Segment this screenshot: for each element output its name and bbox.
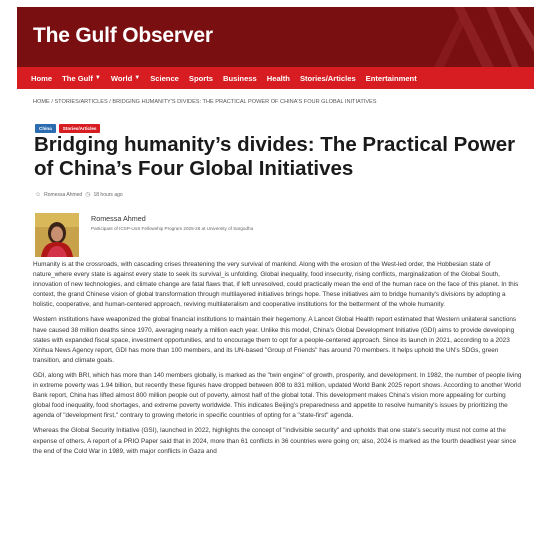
masthead: The Gulf Observer [17, 7, 534, 67]
category-tags: China Stories/Articles [35, 124, 101, 133]
article-paragraph: GDI, along with BRI, which has more than… [33, 371, 522, 420]
meta-time: 18 hours ago [93, 191, 123, 198]
nav-sports[interactable]: Sports [188, 73, 213, 83]
article-paragraph: Western institutions have weaponized the… [33, 316, 517, 364]
article-paragraph: Humanity is at the crossroads, with casc… [33, 261, 519, 309]
main-nav: Home The Gulf▼ World▼ Science Sports Bus… [17, 67, 534, 89]
tag-china[interactable]: China [35, 124, 56, 133]
chevron-down-icon: ▼ [134, 75, 141, 81]
nav-home[interactable]: Home [31, 73, 53, 83]
article-title: Bridging humanity’s divides: The Practic… [34, 133, 516, 180]
nav-business[interactable]: Business [222, 73, 257, 83]
masthead-decoration-icon [424, 7, 534, 67]
author-role: Participant of ICSP-UoS Fellowship Progr… [91, 226, 254, 231]
chevron-down-icon: ▼ [94, 75, 101, 81]
user-icon: ☺ [35, 191, 42, 198]
breadcrumb[interactable]: HOME / STORIES/ARTICLES / BRIDGING HUMAN… [33, 99, 377, 105]
nav-stories-articles[interactable]: Stories/Articles [299, 73, 356, 83]
meta-author[interactable]: Romessa Ahmed [44, 191, 83, 198]
article-meta: ☺ Romessa Ahmed ◷ 18 hours ago [35, 191, 123, 199]
nav-science[interactable]: Science [150, 73, 179, 83]
nav-world[interactable]: World▼ [110, 73, 141, 83]
tag-stories-articles[interactable]: Stories/Articles [58, 124, 101, 133]
nav-health[interactable]: Health [266, 73, 290, 83]
article-paragraph: Whereas the Global Security Initiative (… [33, 427, 517, 455]
article-body: Humanity is at the crossroads, with casc… [33, 260, 523, 462]
nav-the-gulf[interactable]: The Gulf▼ [62, 73, 101, 83]
site-title[interactable]: The Gulf Observer [33, 24, 213, 47]
clock-icon: ◷ [85, 192, 91, 198]
avatar [35, 213, 79, 257]
author-name[interactable]: Romessa Ahmed [91, 214, 146, 223]
nav-entertainment[interactable]: Entertainment [365, 73, 417, 83]
